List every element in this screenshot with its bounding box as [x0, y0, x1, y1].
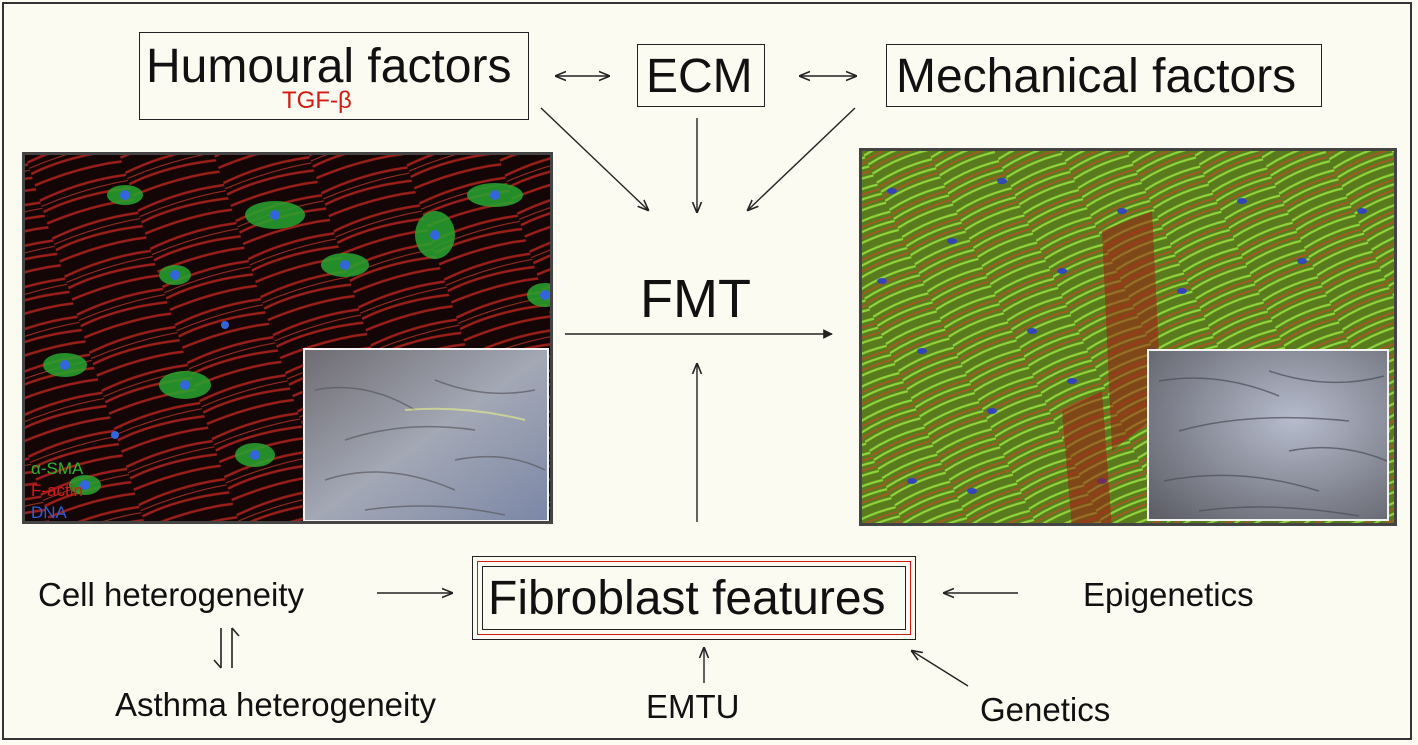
asthma-heterogeneity-label: Asthma heterogeneity	[115, 686, 437, 723]
legend-f-actin: F-actin	[31, 481, 83, 500]
genetics-to-fibroblast-arrow	[912, 651, 969, 687]
humoural-to-fmt-arrow	[540, 107, 648, 210]
cell-heterogeneity-label: Cell heterogeneity	[38, 576, 304, 613]
right-micrograph-image	[859, 148, 1397, 526]
fibroblast-features-label: Fibroblast features	[488, 572, 886, 625]
left-micrograph-image: α-SMA F-actin DNA	[22, 152, 553, 524]
fibroblast-features-inner-box: Fibroblast features	[482, 566, 906, 630]
right-brightfield-inset	[1147, 349, 1389, 521]
legend-alpha-sma: α-SMA	[31, 459, 84, 478]
tgf-beta-label: TGF-β	[282, 87, 352, 114]
harpoon-equilibrium-icon	[213, 627, 240, 669]
left-brightfield-inset	[303, 348, 549, 521]
ecm-box: ECM	[637, 44, 765, 107]
emtu-label: EMTU	[646, 688, 740, 725]
epigenetics-label: Epigenetics	[1083, 576, 1254, 613]
genetics-label: Genetics	[980, 691, 1111, 728]
mechanical-factors-box: Mechanical factors	[886, 44, 1322, 107]
fmt-label: FMT	[640, 269, 751, 329]
ecm-label: ECM	[646, 50, 753, 103]
humoural-factors-box: Humoural factors TGF-β	[139, 32, 529, 120]
humoural-factors-label: Humoural factors	[146, 40, 512, 93]
fibroblast-features-red-box	[477, 561, 911, 635]
mechanical-to-fmt-arrow	[748, 107, 856, 210]
fibroblast-features-outer-box	[472, 556, 916, 640]
mechanical-factors-label: Mechanical factors	[896, 50, 1297, 103]
legend-dna: DNA	[31, 503, 67, 522]
